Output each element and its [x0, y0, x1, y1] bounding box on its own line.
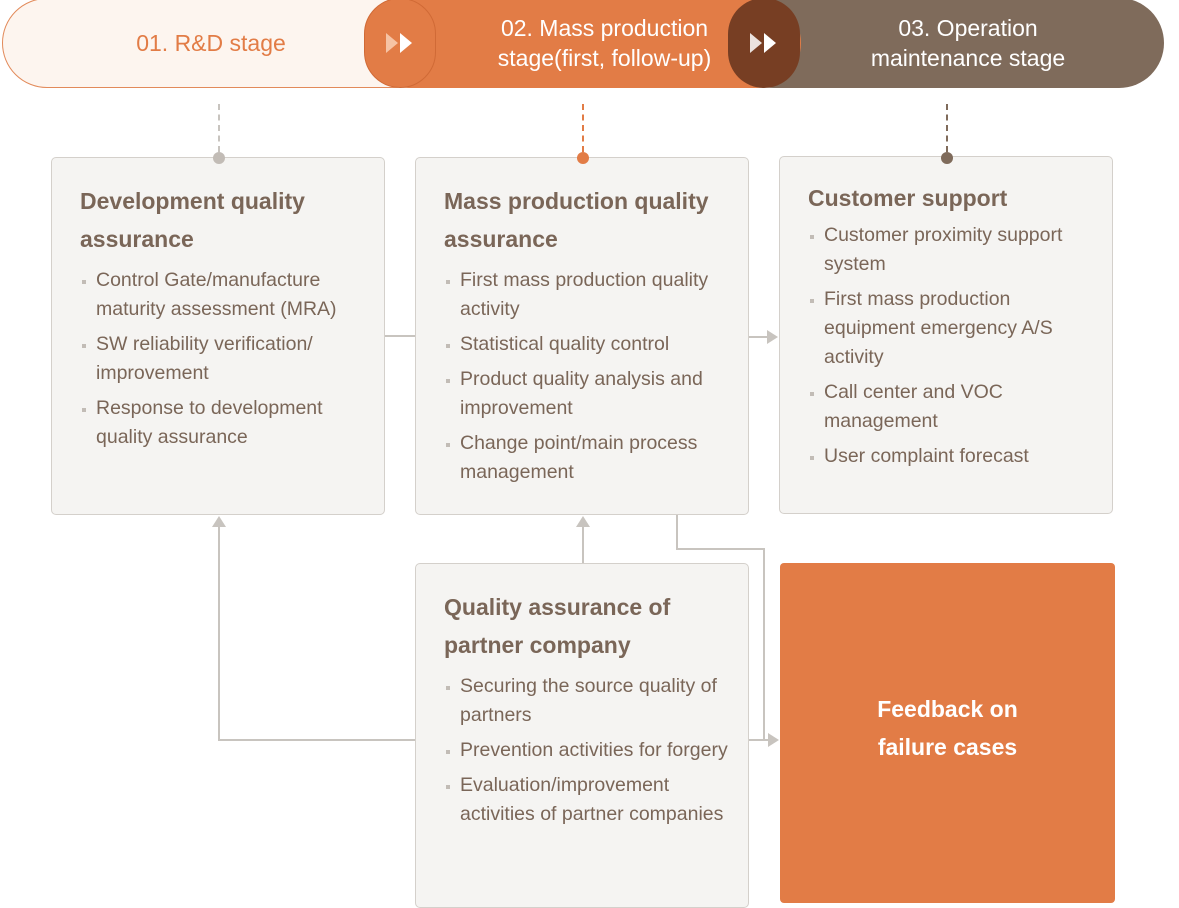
list-item: First mass production quality activity	[444, 266, 730, 324]
stage-mass-production-label: 02. Mass production stage(first, follow-…	[497, 15, 712, 71]
double-chevron-right-icon	[728, 0, 800, 88]
mass-production-quality-list: First mass production quality activity S…	[444, 266, 730, 487]
flow-line-mass-down	[676, 515, 678, 549]
feedback-box: Feedback on failure cases	[780, 563, 1115, 903]
list-item: Change point/main process management	[444, 429, 730, 487]
list-item: User complaint forecast	[808, 442, 1094, 471]
list-item: Statistical quality control	[444, 330, 730, 359]
stage-mass-production: 02. Mass production stage(first, follow-…	[364, 0, 801, 88]
mass-production-quality-box: Mass production quality assurance First …	[415, 157, 749, 515]
flow-line-mass-to-customer	[749, 336, 769, 338]
customer-support-list: Customer proximity support system First …	[808, 221, 1094, 471]
list-item: Product quality analysis and improvement	[444, 365, 730, 423]
double-chevron-right-icon	[364, 0, 436, 88]
development-quality-list: Control Gate/manufacture maturity assess…	[80, 266, 366, 452]
arrow-right-icon	[767, 330, 778, 344]
flow-line-mass-to-feedback	[763, 548, 765, 740]
development-quality-title: Development quality assurance	[80, 188, 305, 252]
feedback-label: Feedback on failure cases	[877, 696, 1018, 760]
development-quality-box: Development quality assurance Control Ga…	[51, 157, 385, 515]
partner-quality-title: Quality assurance of partner company	[444, 594, 671, 658]
partner-quality-list: Securing the source quality of partners …	[444, 672, 730, 829]
arrow-right-icon	[768, 733, 779, 747]
flow-line-partner-to-dev	[218, 526, 220, 740]
list-item: Prevention activities for forgery	[444, 736, 730, 765]
connector-dot-rd	[213, 152, 225, 164]
list-item: First mass production equipment emergenc…	[808, 285, 1094, 372]
connector-dot-mass	[577, 152, 589, 164]
connector-rd	[218, 104, 220, 152]
flow-line-mass-right	[676, 548, 764, 550]
list-item: SW reliability verification/ improvement	[80, 330, 366, 388]
connector-dot-operation	[941, 152, 953, 164]
list-item: Securing the source quality of partners	[444, 672, 730, 730]
mass-production-quality-title: Mass production quality assurance	[444, 188, 709, 252]
flow-line-partner-left	[218, 739, 416, 741]
arrow-up-icon	[576, 516, 590, 527]
connector-operation	[946, 104, 948, 152]
list-item: Evaluation/improvement activities of par…	[444, 771, 730, 829]
customer-support-box: Customer support Customer proximity supp…	[779, 156, 1113, 514]
list-item: Control Gate/manufacture maturity assess…	[80, 266, 366, 324]
arrow-up-icon	[212, 516, 226, 527]
flow-line-dev-to-mass	[385, 335, 416, 337]
flow-line-partner-to-feedback	[749, 739, 769, 741]
customer-support-title: Customer support	[808, 185, 1008, 211]
partner-quality-box: Quality assurance of partner company Sec…	[415, 563, 749, 908]
stage-rd-label: 01. R&D stage	[136, 30, 286, 56]
list-item: Call center and VOC management	[808, 378, 1094, 436]
list-item: Customer proximity support system	[808, 221, 1094, 279]
connector-mass	[582, 104, 584, 152]
stage-operation-maintenance-label: 03. Operation maintenance stage	[870, 15, 1066, 71]
flow-line-partner-to-mass	[582, 526, 584, 564]
list-item: Response to development quality assuranc…	[80, 394, 366, 452]
